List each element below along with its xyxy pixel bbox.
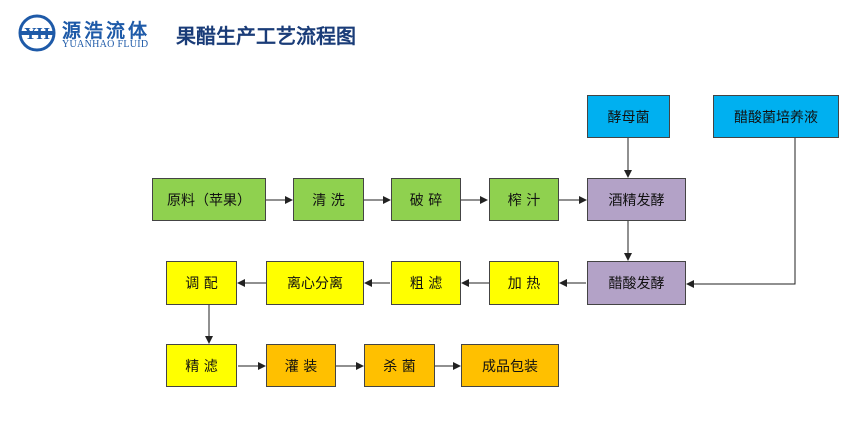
arrow-culture-to-acetic (686, 138, 796, 288)
yh-logo-icon: YH (18, 14, 56, 52)
step-raw-material: 原料（苹果） (152, 178, 266, 221)
company-name-cn: 源浩流体 (62, 20, 151, 42)
step-juicing: 榨 汁 (489, 178, 559, 221)
step-yeast: 酵母菌 (587, 95, 670, 138)
step-acetic-fermentation: 醋酸发酵 (587, 261, 686, 305)
step-coarse-filter: 粗 滤 (391, 261, 461, 305)
step-sterilization: 杀 菌 (364, 344, 435, 387)
step-alcohol-fermentation: 酒精发酵 (587, 178, 686, 221)
page-title: 果醋生产工艺流程图 (176, 24, 356, 48)
step-heating: 加 热 (489, 261, 559, 305)
step-blending: 调 配 (166, 261, 237, 305)
step-washing: 清 洗 (293, 178, 364, 221)
company-logo: YH 源浩流体 YUANHAO FLUID (18, 14, 178, 54)
step-acetic-culture: 醋酸菌培养液 (713, 95, 839, 138)
step-packaging: 成品包装 (461, 344, 559, 387)
step-crushing: 破 碎 (391, 178, 461, 221)
step-filling: 灌 装 (266, 344, 336, 387)
logo-mark: YH (24, 24, 50, 43)
step-fine-filter: 精 滤 (166, 344, 237, 387)
company-name-en: YUANHAO FLUID (62, 39, 149, 50)
step-centrifuge: 离心分离 (266, 261, 364, 305)
